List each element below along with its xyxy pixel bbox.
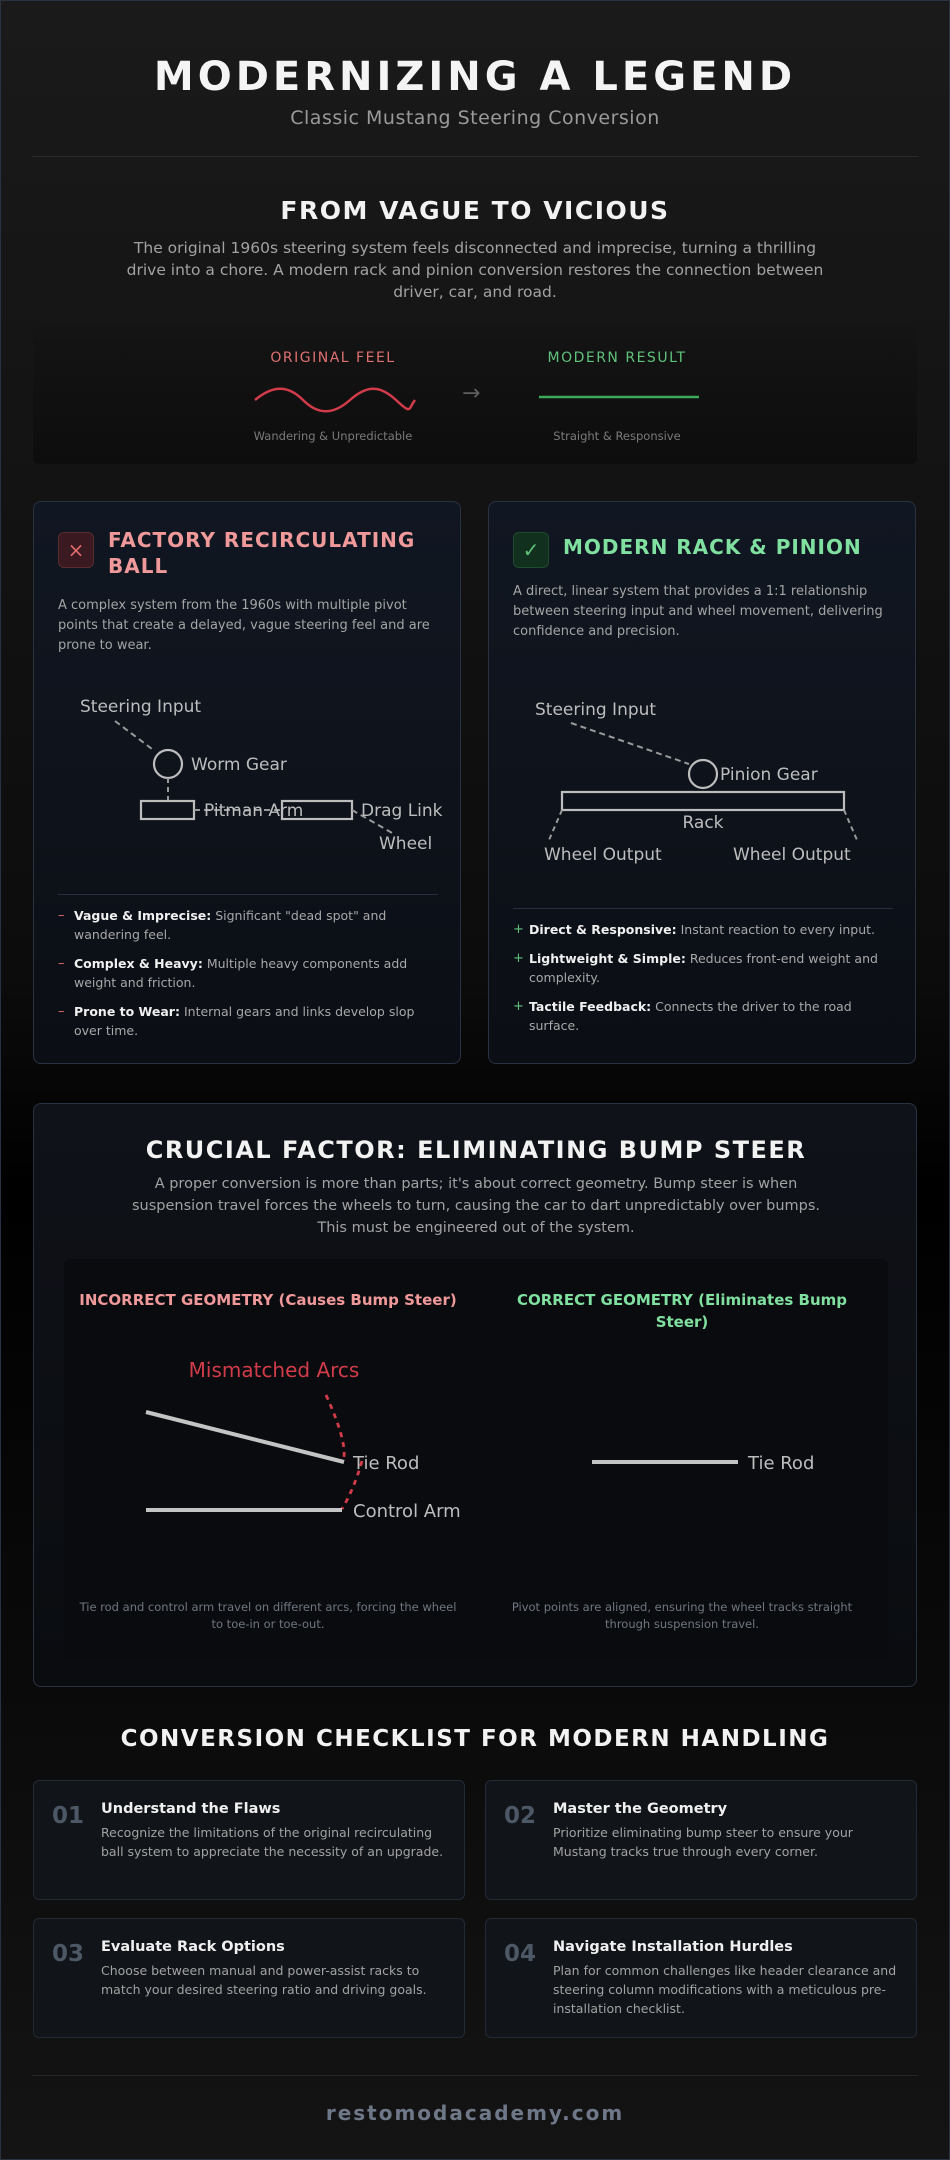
tie-rod-label: Tie Rod bbox=[747, 1453, 814, 1474]
modern-card-description: A direct, linear system that provides a … bbox=[513, 584, 883, 639]
header-divider bbox=[32, 156, 918, 157]
minus-icon: – bbox=[58, 956, 65, 971]
arrow-right-icon: → bbox=[462, 381, 481, 406]
modern-result-label: MODERN RESULT bbox=[547, 350, 687, 366]
step-title: Navigate Installation Hurdles bbox=[553, 1939, 793, 1955]
step-number: 02 bbox=[504, 1803, 537, 1829]
close-icon: × bbox=[58, 532, 94, 568]
bullet-text: Internal gears and links develop slop ov… bbox=[74, 1004, 415, 1038]
list-item: – Complex & Heavy: Multiple heavy compon… bbox=[58, 954, 442, 992]
bullet-bold: Lightweight & Simple: bbox=[529, 951, 686, 966]
factory-bullet-list: – Vague & Imprecise: Significant "dead s… bbox=[58, 906, 442, 1050]
page-title: MODERNIZING A LEGEND bbox=[153, 54, 797, 100]
bullet-bold: Vague & Imprecise: bbox=[74, 908, 212, 923]
correct-geometry-title: CORRECT GEOMETRY (Eliminates Bump Steer) bbox=[516, 1291, 848, 1331]
plus-icon: + bbox=[513, 922, 524, 937]
bump-steer-text: A proper conversion is more than parts; … bbox=[131, 1176, 820, 1236]
step-title: Evaluate Rack Options bbox=[101, 1939, 285, 1955]
recirculating-ball-diagram: Steering Input Worm Gear Pitman Arm Drag… bbox=[80, 697, 443, 854]
control-arm-label: Control Arm bbox=[353, 1501, 461, 1522]
wheel-label: Wheel bbox=[379, 834, 432, 854]
wheel-output-right-label: Wheel Output bbox=[733, 845, 851, 865]
list-item: – Vague & Imprecise: Significant "dead s… bbox=[58, 906, 442, 944]
rack-label: Rack bbox=[682, 813, 723, 833]
bullet-text: Reduces front-end weight and complexity. bbox=[529, 951, 878, 985]
feel-comparison: ORIGINAL FEEL Wandering & Unpredictable … bbox=[33, 327, 917, 464]
step-text: Recognize the limitations of the origina… bbox=[101, 1825, 444, 1859]
tie-rod-label: Tie Rod bbox=[352, 1453, 419, 1474]
straight-line-icon bbox=[539, 395, 699, 399]
incorrect-geometry-title: INCORRECT GEOMETRY (Causes Bump Steer) bbox=[79, 1291, 457, 1309]
step-text: Plan for common challenges like header c… bbox=[553, 1963, 897, 2016]
modern-result-caption: Straight & Responsive bbox=[553, 429, 681, 443]
wavy-line-icon bbox=[254, 387, 417, 413]
incorrect-geometry-caption: Tie rod and control arm travel on differ… bbox=[79, 1600, 457, 1631]
factory-card-divider bbox=[58, 894, 438, 895]
rack-and-pinion-diagram: Steering Input Pinion Gear Rack Wheel Ou… bbox=[535, 700, 858, 865]
list-item: – Prone to Wear: Internal gears and link… bbox=[58, 1002, 442, 1040]
list-item: + Direct & Responsive: Instant reaction … bbox=[513, 920, 897, 939]
footer-divider bbox=[32, 2075, 918, 2076]
list-item: + Tactile Feedback: Connects the driver … bbox=[513, 997, 897, 1035]
factory-card-title-line2: BALL bbox=[108, 554, 169, 578]
checklist-step: 02 Master the Geometry Prioritize elimin… bbox=[485, 1780, 917, 1900]
checklist-step: 01 Understand the Flaws Recognize the li… bbox=[33, 1780, 465, 1900]
bump-steer-panel: CRUCIAL FACTOR: ELIMINATING BUMP STEER A… bbox=[33, 1103, 917, 1687]
factory-card-title-line1: FACTORY RECIRCULATING bbox=[108, 528, 416, 552]
list-item: + Lightweight & Simple: Reduces front-en… bbox=[513, 949, 897, 987]
original-feel-caption: Wandering & Unpredictable bbox=[253, 429, 413, 443]
steering-input-label: Steering Input bbox=[80, 697, 201, 717]
check-icon: ✓ bbox=[513, 532, 549, 568]
bullet-bold: Direct & Responsive: bbox=[529, 922, 677, 937]
intro-title: FROM VAGUE TO VICIOUS bbox=[280, 196, 670, 225]
bullet-bold: Prone to Wear: bbox=[74, 1004, 180, 1019]
footer-site-link[interactable]: restomodacademy.com bbox=[325, 2101, 625, 2125]
plus-icon: + bbox=[513, 999, 524, 1014]
pinion-gear-label: Pinion Gear bbox=[720, 765, 818, 785]
factory-card-description: A complex system from the 1960s with mul… bbox=[58, 598, 430, 653]
checklist-step: 04 Navigate Installation Hurdles Plan fo… bbox=[485, 1918, 917, 2038]
steering-input-label: Steering Input bbox=[535, 700, 656, 720]
minus-icon: – bbox=[58, 1004, 65, 1019]
step-text: Prioritize eliminating bump steer to ens… bbox=[553, 1825, 853, 1859]
bump-steer-title: CRUCIAL FACTOR: ELIMINATING BUMP STEER bbox=[145, 1136, 807, 1164]
modern-bullet-list: + Direct & Responsive: Instant reaction … bbox=[513, 920, 897, 1045]
mismatched-arcs-label: Mismatched Arcs bbox=[189, 1358, 360, 1382]
step-number: 01 bbox=[52, 1803, 85, 1829]
bullet-text: Instant reaction to every input. bbox=[676, 922, 876, 937]
step-number: 03 bbox=[52, 1941, 85, 1967]
worm-gear-label: Worm Gear bbox=[191, 755, 287, 775]
step-title: Master the Geometry bbox=[553, 1801, 728, 1817]
correct-geometry-caption: Pivot points are aligned, ensuring the w… bbox=[511, 1600, 853, 1631]
checklist-step: 03 Evaluate Rack Options Choose between … bbox=[33, 1918, 465, 2038]
modern-card-divider bbox=[513, 908, 893, 909]
plus-icon: + bbox=[513, 951, 524, 966]
bullet-text: Significant "dead spot" and wandering fe… bbox=[74, 908, 387, 942]
modern-card-title: MODERN RACK & PINION bbox=[563, 535, 862, 559]
bullet-text: Connects the driver to the road surface. bbox=[529, 999, 852, 1033]
drag-link-label: Drag Link bbox=[361, 801, 443, 821]
pitman-arm-label: Pitman Arm bbox=[204, 801, 303, 821]
factory-recirculating-ball-card: × FACTORY RECIRCULATING BALL A complex s… bbox=[33, 501, 461, 1064]
page-subtitle: Classic Mustang Steering Conversion bbox=[290, 107, 660, 129]
modern-rack-pinion-card: ✓ MODERN RACK & PINION A direct, linear … bbox=[488, 501, 916, 1064]
step-number: 04 bbox=[504, 1941, 537, 1967]
checklist-title: CONVERSION CHECKLIST FOR MODERN HANDLING bbox=[120, 1726, 830, 1752]
wheel-output-left-label: Wheel Output bbox=[544, 845, 662, 865]
bullet-text: Multiple heavy components add weight and… bbox=[74, 956, 408, 990]
intro-text: The original 1960s steering system feels… bbox=[126, 239, 824, 301]
step-text: Choose between manual and power-assist r… bbox=[101, 1963, 427, 1997]
bullet-bold: Complex & Heavy: bbox=[74, 956, 203, 971]
minus-icon: – bbox=[58, 908, 65, 923]
bullet-bold: Tactile Feedback: bbox=[529, 999, 652, 1014]
correct-geometry-diagram: Tie Rod bbox=[592, 1453, 814, 1474]
step-title: Understand the Flaws bbox=[101, 1801, 281, 1817]
original-feel-label: ORIGINAL FEEL bbox=[270, 350, 396, 366]
geometry-comparison: INCORRECT GEOMETRY (Causes Bump Steer) M… bbox=[64, 1259, 888, 1659]
incorrect-geometry-diagram: Mismatched Arcs Tie Rod Control Arm bbox=[145, 1358, 476, 1529]
factory-card-title: FACTORY RECIRCULATING BALL bbox=[108, 527, 415, 579]
